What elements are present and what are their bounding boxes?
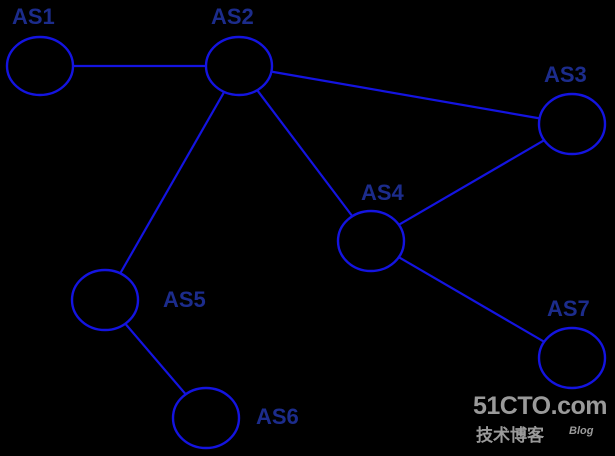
node-label-as5: AS5: [163, 287, 206, 312]
node-label-as7: AS7: [547, 296, 590, 321]
watermark: 51CTO.com 技术博客 Blog: [473, 392, 607, 446]
node-label-as1: AS1: [12, 4, 55, 29]
node-label-as4: AS4: [361, 180, 405, 205]
node-as6: [171, 386, 241, 450]
watermark-tagline: 技术博客: [476, 425, 545, 446]
watermark-brand: 51CTO.com: [473, 392, 607, 420]
edge-as4-as7: [398, 256, 545, 343]
node-as3: [537, 92, 607, 156]
node-as5: [70, 268, 140, 332]
edge-as3-as4: [398, 139, 545, 226]
node-as2: [204, 35, 274, 97]
node-as4: [336, 209, 406, 273]
nodes-layer: [5, 35, 607, 450]
node-as1: [5, 35, 75, 97]
edge-as2-as4: [256, 89, 354, 217]
node-as7: [537, 326, 607, 390]
edge-as5-as6: [124, 322, 187, 396]
edge-as2-as5: [119, 91, 226, 274]
node-label-as2: AS2: [211, 4, 254, 29]
edges-layer: [73, 64, 545, 396]
edge-as2-as3: [271, 70, 540, 120]
watermark-blog: Blog: [569, 425, 594, 437]
node-label-as3: AS3: [544, 62, 587, 87]
node-label-as6: AS6: [256, 404, 299, 429]
